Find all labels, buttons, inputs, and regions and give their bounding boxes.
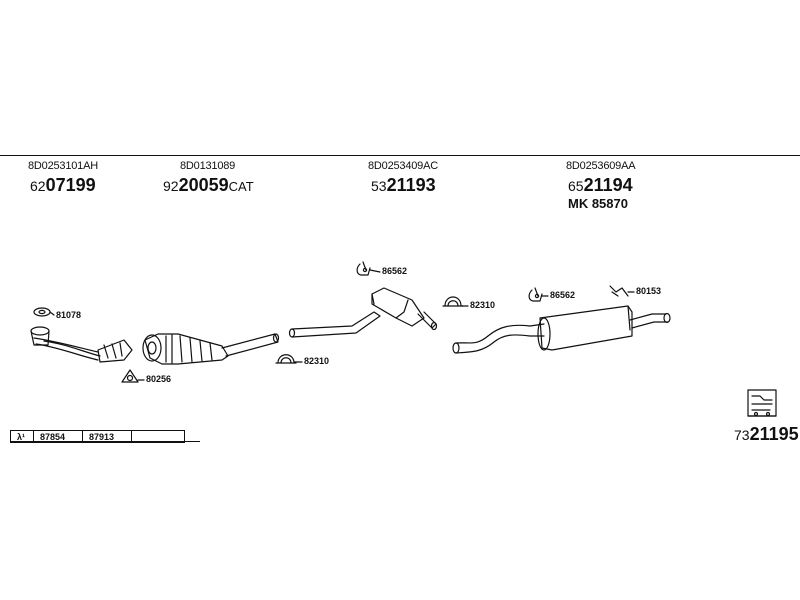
complete-system-icon (747, 389, 777, 417)
part-prefix: 92 (163, 178, 179, 194)
part-number-middle-silencer: 5321193 (371, 175, 436, 196)
lambda-sensor-table: λ¹ 87854 87913 (10, 430, 185, 443)
front-pipe-icon (30, 326, 133, 363)
leader-line (369, 269, 381, 273)
table-cell (131, 430, 185, 443)
part-main: 21195 (749, 424, 799, 444)
rubber-hanger-icon (528, 287, 543, 302)
part-main: 21194 (583, 175, 633, 195)
part-prefix: 73 (734, 427, 750, 443)
part-number-catalyst: 9220059CAT (163, 175, 254, 196)
oe-number-rear-silencer: 8D0253609AA (566, 160, 636, 172)
part-number-rear-silencer: 6521194 (568, 175, 633, 196)
gasket-icon (33, 307, 51, 317)
clamp-icon (275, 354, 297, 364)
table-cell: 87913 (82, 430, 132, 443)
oe-number-middle-silencer: 8D0253409AC (368, 160, 438, 172)
part-suffix: CAT (228, 179, 254, 194)
callout-gasket: 81078 (56, 310, 82, 320)
part-prefix: 62 (30, 178, 46, 194)
oe-number-catalyst: 8D0131089 (180, 160, 236, 172)
rubber-hanger-icon (356, 261, 371, 276)
callout-clamp-mid: 82310 (304, 356, 330, 366)
part-number-complete-system: 7321195 (734, 424, 799, 445)
callout-hanger-mid: 86562 (382, 266, 408, 276)
clamp-icon (121, 369, 139, 383)
part-main: 07199 (45, 175, 96, 195)
callout-hanger-rear: 86562 (550, 290, 576, 300)
part-prefix: 53 (371, 178, 387, 194)
top-divider-line (0, 155, 800, 156)
hanger-hook-icon (609, 285, 629, 297)
part-main: 21193 (386, 175, 436, 195)
mount-kit-number: MK 85870 (568, 196, 628, 211)
middle-silencer-icon (288, 287, 438, 338)
table-row: λ¹ 87854 87913 (10, 430, 185, 443)
callout-clamp-front: 80256 (146, 374, 172, 384)
rear-silencer-icon (452, 305, 671, 354)
lambda-symbol: λ¹ (10, 430, 34, 443)
clamp-icon (442, 296, 464, 307)
leader-line (49, 311, 55, 316)
part-main: 20059 (178, 175, 229, 195)
part-number-front-pipe: 6207199 (30, 175, 96, 196)
callout-hook: 80153 (636, 286, 662, 296)
oe-number-front-pipe: 8D0253101AH (28, 160, 98, 172)
part-prefix: 65 (568, 178, 584, 194)
table-cell: 87854 (33, 430, 83, 443)
callout-clamp-rear: 82310 (470, 300, 496, 310)
catalytic-converter-icon (142, 333, 280, 365)
